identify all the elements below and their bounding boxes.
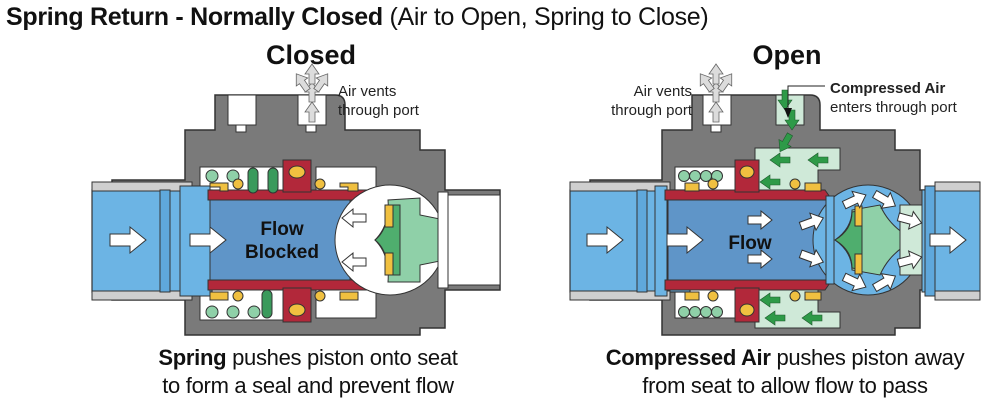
compressed-air-label-line1: Compressed Air — [830, 80, 946, 97]
closed-caption: Spring pushes piston onto seat to form a… — [118, 344, 498, 400]
open-caption: Compressed Air pushes piston away from s… — [580, 344, 990, 400]
closed-caption-rest: pushes piston onto seat — [226, 345, 458, 370]
compressed-air-label: Compressed Air enters through port — [830, 79, 957, 117]
open-caption-line2: from seat to allow flow to pass — [642, 373, 928, 398]
closed-caption-line1: Spring pushes piston onto seat — [118, 344, 498, 372]
closed-vent-label: Air vents through port — [338, 82, 419, 120]
closed-spring-coils — [205, 169, 261, 319]
closed-vent-label-line2: through port — [338, 102, 419, 119]
closed-flow-label-2: Blocked — [245, 242, 319, 263]
open-vent-label: Air vents through port — [600, 82, 692, 120]
open-caption-line1: Compressed Air pushes piston away — [580, 344, 990, 372]
title-bold: Spring Return - Normally Closed — [6, 3, 383, 31]
diagram-title: Spring Return - Normally Closed (Air to … — [6, 3, 709, 32]
compressed-air-label-line2: enters through port — [830, 99, 957, 116]
closed-flow-label-1: Flow — [260, 219, 303, 240]
open-heading: Open — [752, 40, 822, 70]
open-caption-bold: Compressed Air — [605, 345, 771, 370]
open-spring-coils — [678, 170, 723, 318]
open-valve — [569, 63, 981, 336]
closed-vent-label-line1: Air vents — [338, 83, 397, 100]
closed-caption-bold: Spring — [158, 345, 227, 370]
open-flow-label: Flow — [728, 233, 771, 254]
compressed-air-leader-line — [787, 85, 825, 112]
open-vent-label-line1: Air vents — [633, 83, 692, 100]
title-subtitle: (Air to Open, Spring to Close) — [389, 3, 709, 31]
closed-caption-line2: to form a seal and prevent flow — [162, 373, 454, 398]
open-caption-rest: pushes piston away — [770, 345, 965, 370]
closed-valve — [91, 63, 501, 336]
open-vent-label-line2: through port — [611, 102, 692, 119]
